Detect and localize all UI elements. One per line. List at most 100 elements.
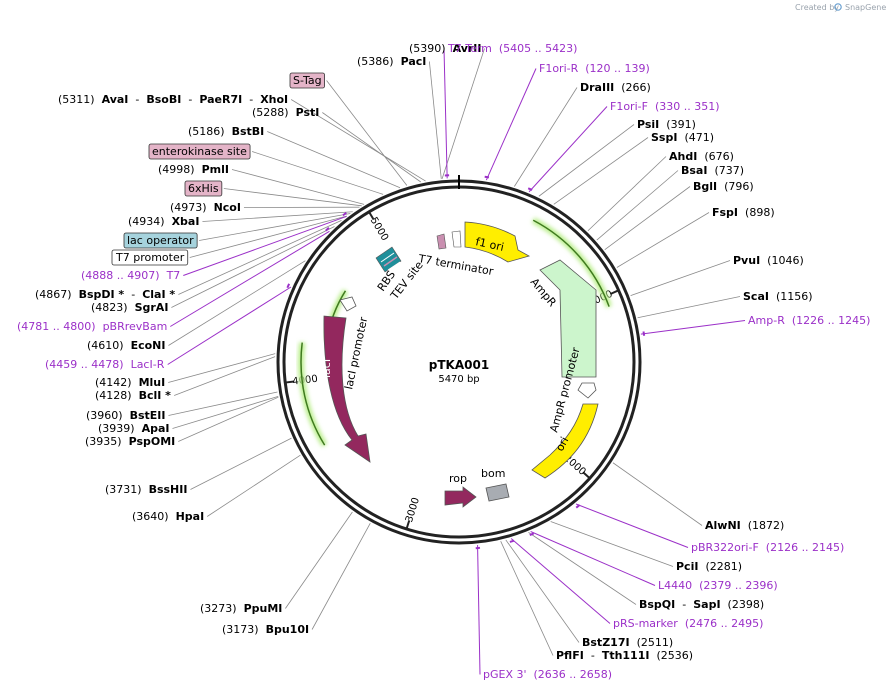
- primer-mark: [286, 283, 291, 289]
- annotation-bcli[interactable]: (4128) BclI *: [95, 389, 171, 402]
- laci-promoter-label: lacI promoter: [342, 315, 370, 390]
- annotation-label: PsiI (391): [637, 118, 696, 131]
- rop-feature[interactable]: rop: [444, 472, 477, 508]
- leader-line: [630, 260, 731, 296]
- leader-line: [604, 186, 691, 251]
- annotation-hpai[interactable]: (3640) HpaI: [132, 510, 204, 523]
- annotation-label: (5386) PacI: [357, 55, 426, 68]
- t7-terminator-label: T7 terminator: [416, 252, 494, 278]
- annotation-enterokinase[interactable]: enterokinase site: [148, 143, 251, 160]
- annotation-part: (391): [666, 118, 696, 131]
- annotation-scai[interactable]: ScaI (1156): [743, 290, 813, 303]
- annotation-psti[interactable]: (5288) PstI: [252, 106, 319, 119]
- annotation-pbrrevbam[interactable]: (4781 .. 4800) pBRrevBam: [17, 320, 167, 333]
- annotation-avai-bsobi-paer7i-xhoi[interactable]: (5311) AvaI - BsoBI - PaeR7I - XhoI: [58, 93, 288, 106]
- annotation-part: (5390): [409, 42, 446, 55]
- annotation-pgex3[interactable]: pGEX 3' (2636 .. 2658): [483, 668, 612, 681]
- annotation-t7-primer[interactable]: (4888 .. 4907) T7: [81, 269, 180, 282]
- annotation-econi[interactable]: (4610) EcoNI: [87, 339, 165, 352]
- annotation-part: (898): [745, 206, 775, 219]
- annotation-bstz17i[interactable]: BstZ17I (2511): [582, 636, 673, 649]
- annotation-bpu10i[interactable]: (3173) Bpu10I: [222, 623, 309, 636]
- annotation-bsteii[interactable]: (3960) BstEII: [86, 409, 165, 422]
- primer-mark: [509, 539, 515, 543]
- annotation-sgrai[interactable]: (4823) SgrAI: [91, 301, 168, 314]
- coding-arc: [300, 342, 326, 446]
- annotation-bsai[interactable]: BsaI (737): [681, 164, 744, 177]
- leader-line: [637, 296, 741, 319]
- annotation-part: S-Tag: [293, 74, 322, 87]
- annotation-bspqi-sapi[interactable]: BspQI - SapI (2398): [639, 598, 764, 611]
- annotation-pflfi-tth111i[interactable]: PflFI - Tth111I (2536): [556, 649, 693, 662]
- annotation-pcii[interactable]: PciI (2281): [676, 560, 742, 573]
- annotation-ncoi[interactable]: (4973) NcoI: [170, 201, 241, 214]
- annotation-bgli[interactable]: BglI (796): [693, 180, 754, 193]
- annotation-sspi[interactable]: SspI (471): [651, 131, 714, 144]
- leader-line: [553, 137, 649, 205]
- annotation-laci-r[interactable]: (4459 .. 4478) LacI-R: [45, 358, 165, 371]
- annotation-fspi[interactable]: FspI (898): [712, 206, 775, 219]
- leader-line: [167, 286, 292, 365]
- annotation-bsshii[interactable]: (3731) BssHII: [105, 483, 187, 496]
- leader-line: [505, 539, 580, 643]
- annotation-bspdi-clai[interactable]: (4867) BspDI * - ClaI *: [35, 288, 175, 301]
- plasmid-length: 5470 bp: [438, 374, 479, 385]
- annotation-part: (5405 .. 5423): [499, 42, 578, 55]
- annotation-6xhis[interactable]: 6xHis: [184, 180, 223, 197]
- annotation-s-tag[interactable]: S-Tag: [289, 72, 325, 89]
- annotation-ppumi[interactable]: (3273) PpuMI: [200, 602, 282, 615]
- bom-feature[interactable]: bom: [481, 467, 510, 502]
- annotation-part: (4973): [170, 201, 207, 214]
- leader-line: [174, 356, 276, 396]
- annotation-f1ori-f[interactable]: F1ori-F (330 .. 351): [610, 100, 720, 113]
- annotation-label: (3939) ApaI: [98, 422, 169, 435]
- annotation-ahdi[interactable]: AhdI (676): [669, 150, 734, 163]
- annotation-part: -: [135, 93, 139, 106]
- annotation-draiii[interactable]: DraIII (266): [580, 81, 651, 94]
- annotation-part: -: [249, 93, 253, 106]
- coding-arc: [532, 219, 610, 307]
- annotation-avrii[interactable]: (5390) AvrII: [409, 42, 481, 55]
- annotation-t7-promoter[interactable]: T7 promoter: [111, 249, 189, 266]
- ori-feature[interactable]: ori: [531, 403, 599, 479]
- primer-mark: [484, 175, 490, 179]
- annotation-part: (2398): [728, 598, 765, 611]
- annotation-label: AlwNI (1872): [705, 519, 784, 532]
- primer-mark: [575, 504, 581, 509]
- annotation-label: SspI (471): [651, 131, 714, 144]
- annotation-t7-term[interactable]: T7 Term (5405 .. 5423): [447, 42, 577, 55]
- annotation-part: (5311): [58, 93, 95, 106]
- annotation-bstbi[interactable]: (5186) BstBI: [188, 125, 264, 138]
- annotation-psp0mi[interactable]: (3935) PspOMI: [85, 435, 175, 448]
- laci-promoter-feature[interactable]: lacI promoter: [339, 296, 370, 391]
- annotation-paci[interactable]: (5386) PacI: [357, 55, 426, 68]
- annotation-xbai[interactable]: (4934) XbaI: [128, 215, 199, 228]
- annotation-prs-marker[interactable]: pRS-marker (2476 .. 2495): [613, 617, 763, 630]
- leader-line: [514, 87, 578, 187]
- annotation-part: (330 .. 351): [655, 100, 720, 113]
- annotation-part: AvaI: [102, 93, 129, 106]
- annotation-part: pBRrevBam: [103, 320, 168, 333]
- annotation-l4440[interactable]: L4440 (2379 .. 2396): [658, 579, 778, 592]
- annotation-mlui[interactable]: (4142) MluI: [95, 376, 165, 389]
- annotation-apai[interactable]: (3939) ApaI: [98, 422, 169, 435]
- annotation-part: -: [131, 288, 135, 301]
- annotation-part: (2476 .. 2495): [685, 617, 764, 630]
- annotation-pvui[interactable]: PvuI (1046): [733, 254, 804, 267]
- annotation-amp-r[interactable]: Amp-R (1226 .. 1245): [748, 314, 870, 327]
- annotation-pbr322ori-f[interactable]: pBR322ori-F (2126 .. 2145): [691, 541, 844, 554]
- ampr-feature[interactable]: AmpR: [528, 259, 597, 378]
- laci-feature[interactable]: lacI: [320, 315, 371, 463]
- annotation-leader-lines: [167, 48, 746, 675]
- snapgene-logo-icon: [834, 3, 842, 11]
- annotation-f1ori-r[interactable]: F1ori-R (120 .. 139): [539, 62, 650, 75]
- f1-ori-feature[interactable]: f1 ori: [464, 221, 531, 263]
- annotation-part: PmlI: [202, 163, 229, 176]
- annotation-alwni[interactable]: AlwNI (1872): [705, 519, 784, 532]
- annotation-label: PflFI - Tth111I (2536): [556, 649, 693, 662]
- annotation-lac-operator[interactable]: lac operator: [123, 232, 198, 249]
- annotation-part: HpaI: [176, 510, 205, 523]
- annotation-psii[interactable]: PsiI (391): [637, 118, 696, 131]
- annotation-pmli[interactable]: (4998) PmlI: [158, 163, 229, 176]
